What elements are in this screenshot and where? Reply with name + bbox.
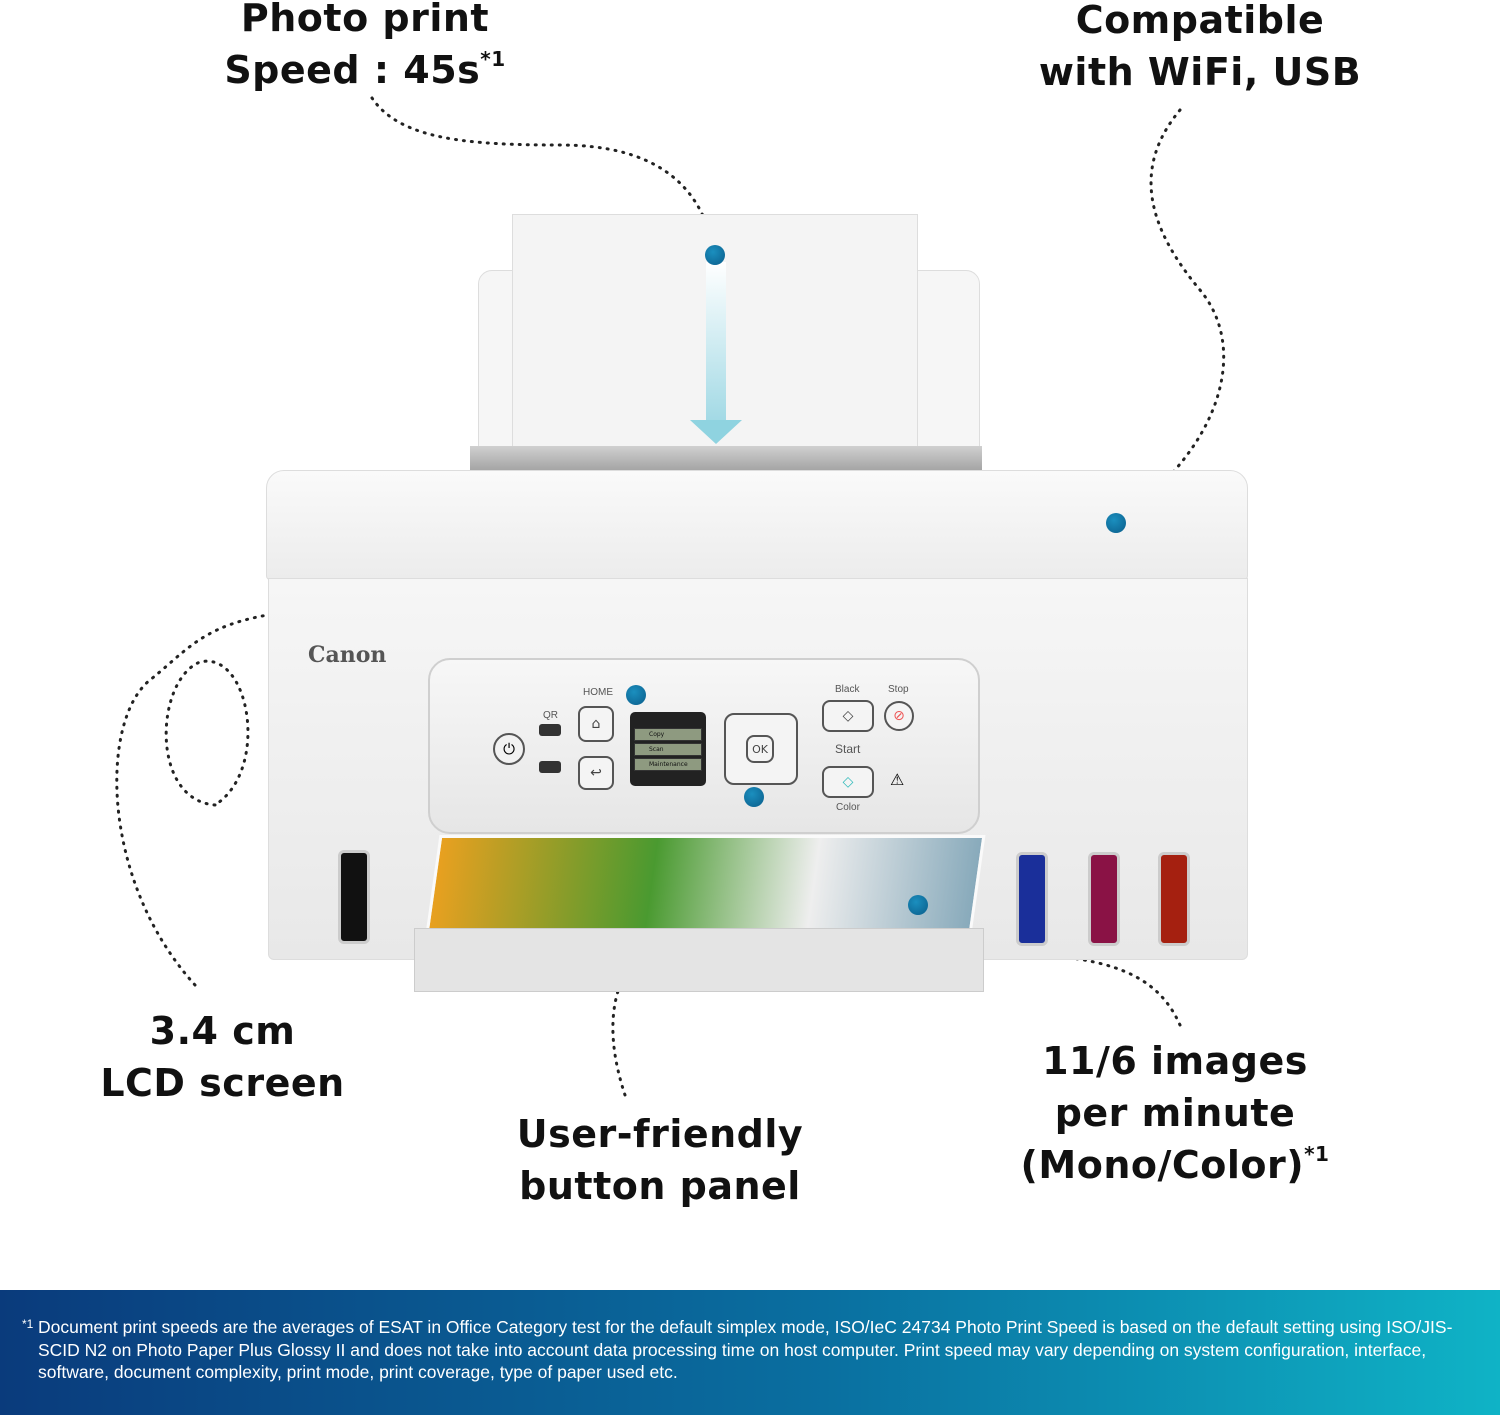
wifi-line (1116, 108, 1226, 522)
start-label: Start (835, 742, 861, 756)
photo-speed-callout: Photo print Speed : 45s*1 (210, 0, 520, 96)
ink-tank-black (338, 850, 370, 944)
callout-dot (744, 787, 764, 807)
qr-button[interactable] (539, 724, 561, 736)
footnote-mark: *1 (1304, 1142, 1330, 1166)
ink-tank-magenta (1088, 852, 1120, 946)
panel-line (611, 798, 757, 1097)
callout-text: Speed : 45s (224, 48, 481, 92)
connectivity-callout: Compatible with WiFi, USB (1030, 0, 1370, 98)
back-button[interactable]: ↩ (578, 756, 614, 790)
color-start-button[interactable]: ◇ (822, 766, 874, 798)
lcd-callout: 3.4 cm LCD screen (80, 1005, 365, 1109)
footnote-banner: *1 Document print speeds are the averages… (0, 1290, 1500, 1415)
callout-line: (Mono/Color)*1 (1000, 1139, 1350, 1191)
start-icon: ◇ (842, 708, 854, 724)
stop-label: Stop (888, 684, 909, 695)
lcd-loop (164, 659, 250, 807)
black-label: Black (835, 684, 860, 695)
callout-line: with WiFi, USB (1038, 50, 1362, 94)
power-button[interactable]: ⏻ (493, 733, 525, 765)
dpad[interactable]: OK (724, 713, 798, 785)
lcd-screen: Copy Scan Maintenance (630, 712, 706, 786)
ok-button[interactable]: OK (746, 735, 774, 763)
panel-callout: User-friendly button panel (500, 1108, 820, 1212)
wireless-connect-button[interactable] (539, 761, 561, 773)
callout-line: LCD screen (100, 1061, 345, 1105)
callout-dot (705, 245, 725, 265)
callout-line: User-friendly (516, 1112, 804, 1156)
back-icon: ↩ (590, 765, 602, 781)
callout-line: Speed : 45s*1 (210, 44, 520, 96)
callout-line: 11/6 images (1042, 1039, 1308, 1083)
callout-line: Compatible (1075, 0, 1325, 42)
printed-page (424, 835, 986, 941)
color-label: Color (836, 802, 860, 813)
ipm-callout: 11/6 images per minute (Mono/Color)*1 (1000, 1035, 1350, 1191)
lcd-menu-item: Copy (634, 728, 702, 741)
output-tray (414, 928, 984, 992)
callout-dot (1106, 513, 1126, 533)
ipm-line (916, 904, 1182, 1027)
footnote-mark: *1 (480, 47, 506, 71)
feed-arrow-icon (706, 262, 726, 427)
stop-button[interactable]: ⊘ (884, 701, 914, 731)
footnote-text: Document print speeds are the averages o… (38, 1317, 1453, 1382)
ok-label: OK (752, 742, 768, 756)
callout-line: Photo print (240, 0, 490, 40)
stop-icon: ⊘ (893, 708, 905, 724)
callout-line: 3.4 cm (149, 1009, 296, 1053)
home-label: HOME (583, 687, 613, 698)
home-button[interactable]: ⌂ (578, 706, 614, 742)
alarm-icon: ⚠ (890, 770, 905, 789)
footnote: *1 Document print speeds are the averages… (22, 1316, 1458, 1384)
home-icon: ⌂ (591, 716, 601, 732)
qr-label: QR (543, 710, 558, 721)
ink-tank-cyan (1016, 852, 1048, 946)
feed-arrow-head-icon (690, 420, 742, 444)
lcd-menu-item: Scan (634, 743, 702, 756)
photo-speed-line (370, 96, 716, 252)
callout-line: per minute (1054, 1091, 1296, 1135)
scanner-lid (266, 470, 1248, 580)
black-start-button[interactable]: ◇ (822, 700, 874, 732)
callout-text: (Mono/Color) (1020, 1143, 1305, 1187)
callout-line: button panel (519, 1164, 801, 1208)
callout-dot (908, 895, 928, 915)
ink-tank-yellow (1158, 852, 1190, 946)
start-icon: ◇ (842, 774, 854, 790)
lcd-menu-item: Maintenance (634, 758, 702, 771)
brand-logo: Canon (308, 642, 387, 668)
footnote-mark: *1 (22, 1317, 34, 1331)
callout-dot (626, 685, 646, 705)
